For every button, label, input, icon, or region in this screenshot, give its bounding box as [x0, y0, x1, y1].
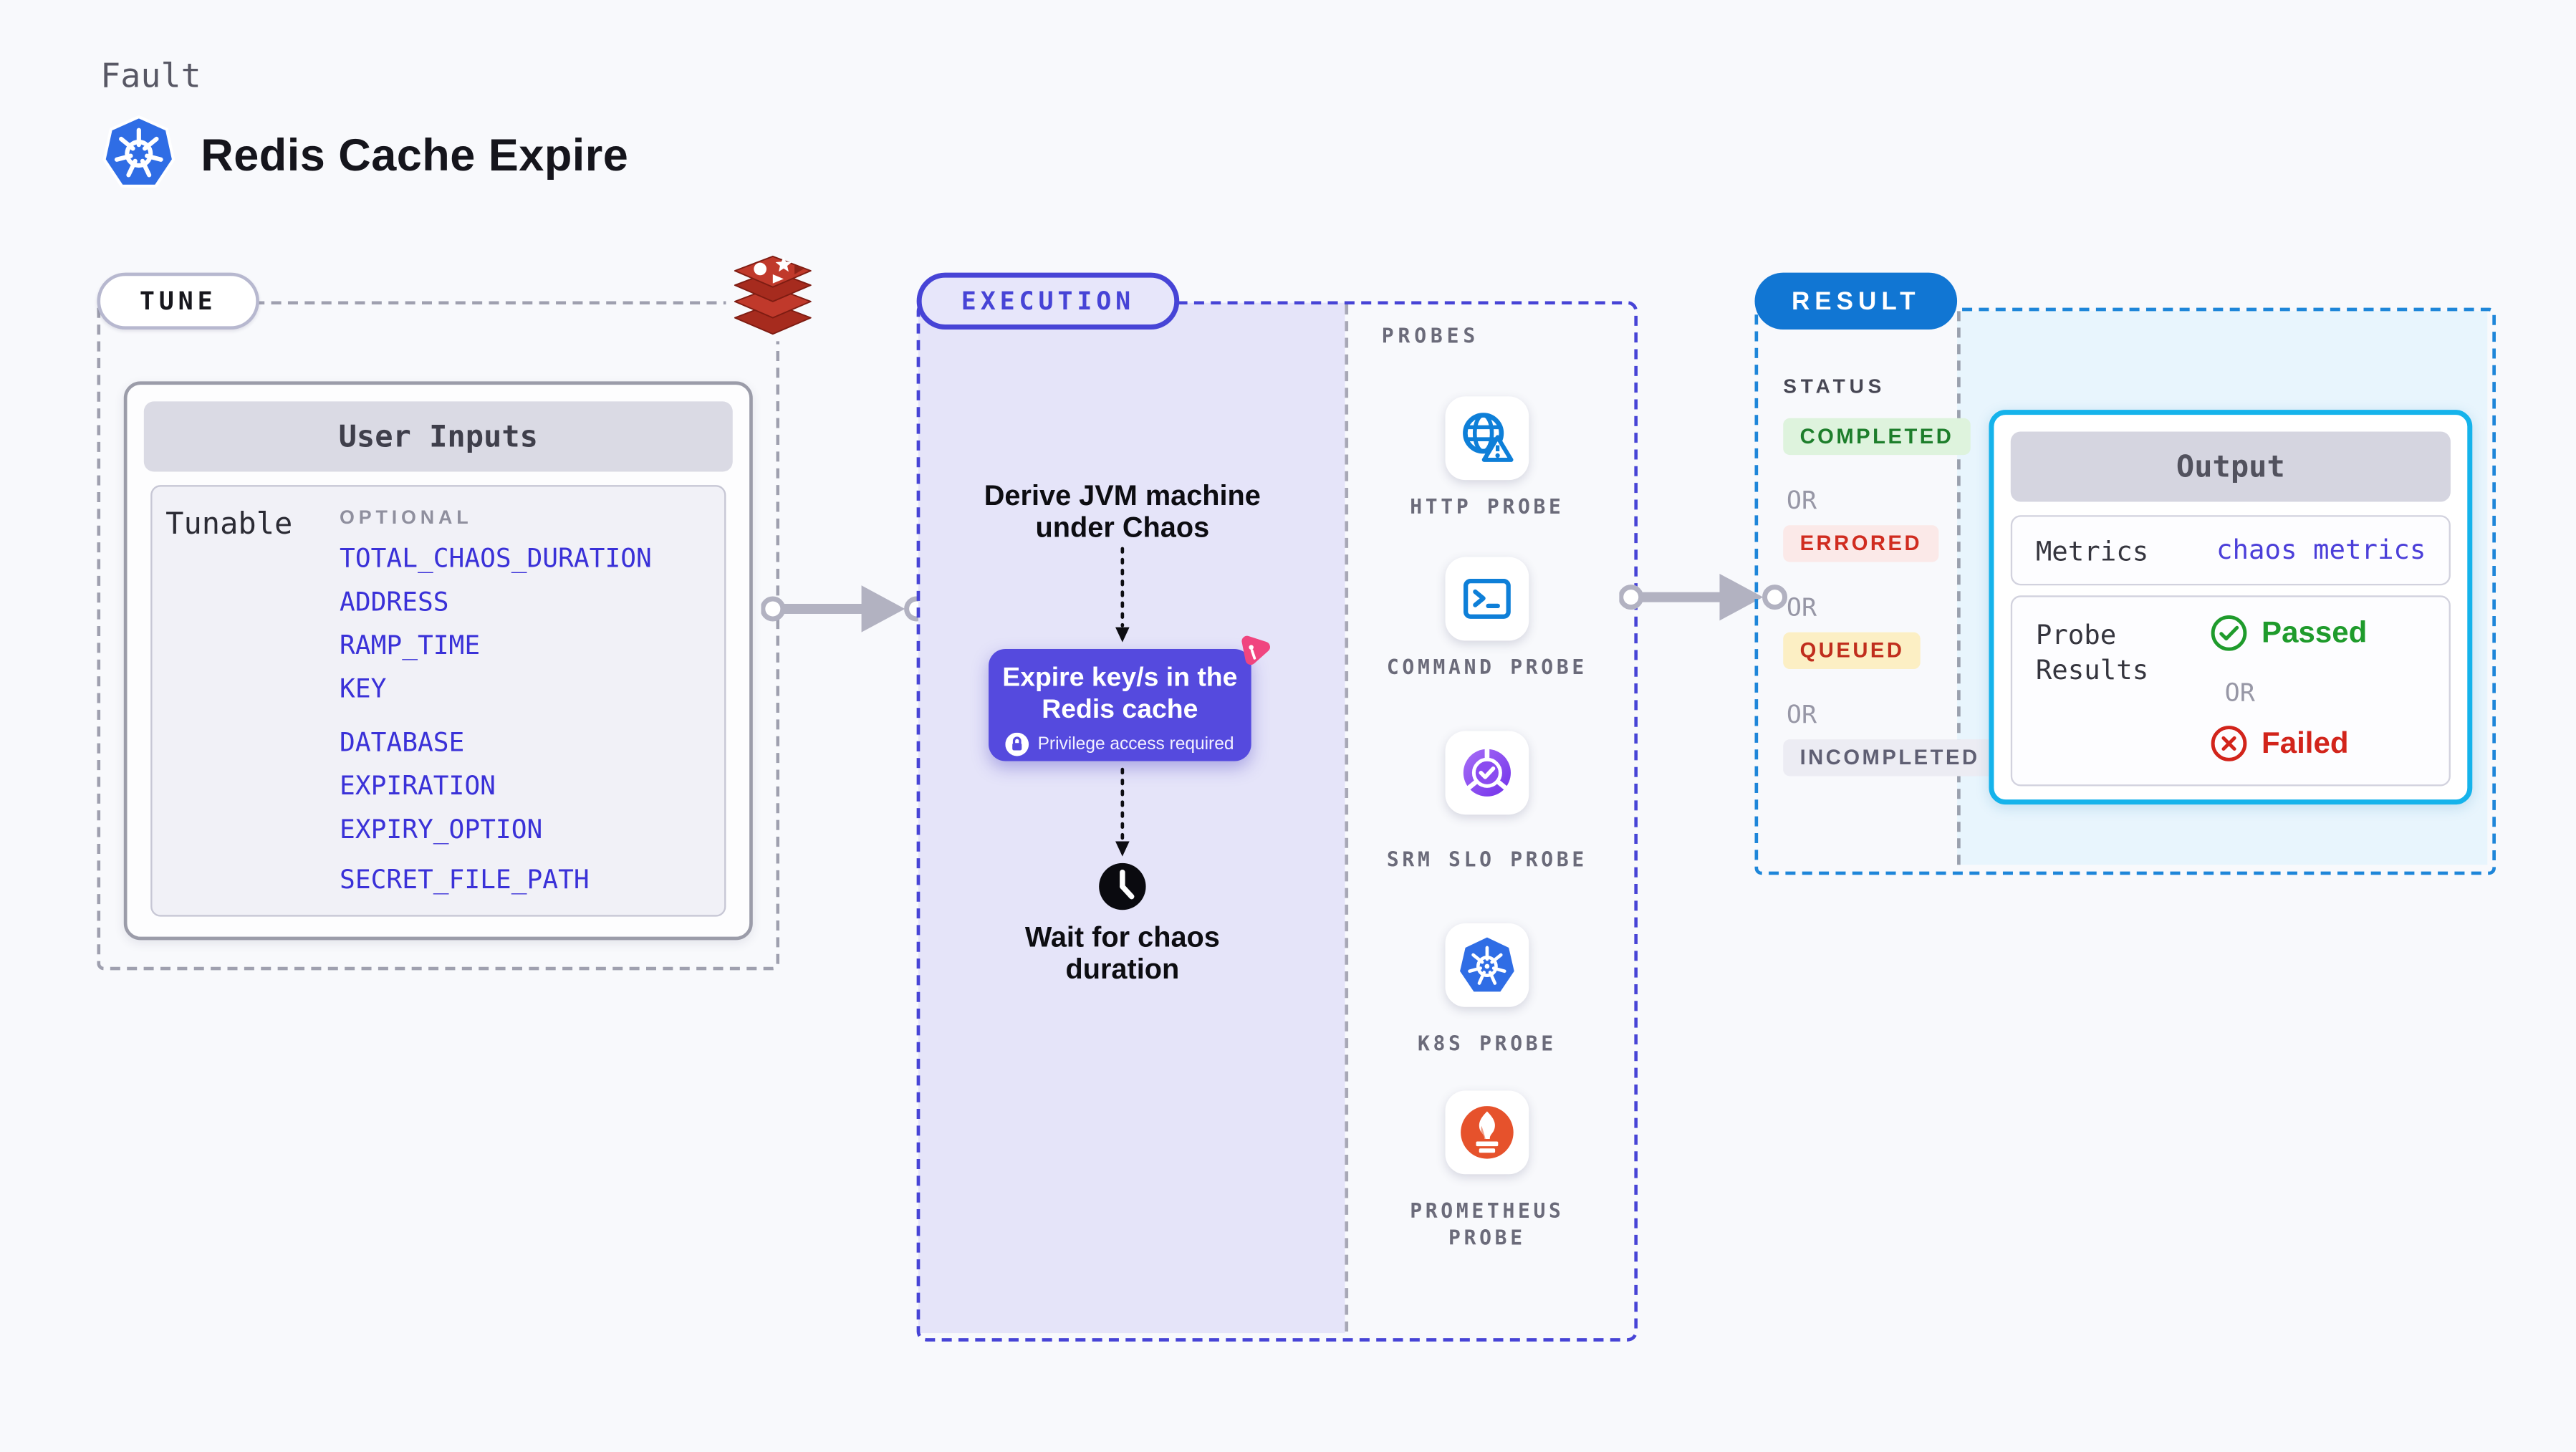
clock-icon	[1099, 862, 1146, 910]
probe-results-or: OR	[2224, 677, 2255, 708]
param-link[interactable]: KEY	[340, 674, 387, 705]
dotted-arrow-down-2	[1115, 767, 1130, 857]
execution-probes-divider	[1345, 304, 1349, 1332]
metrics-row: Metrics chaos metrics	[2010, 515, 2451, 586]
param-link[interactable]: TOTAL_CHAOS_DURATION	[340, 543, 652, 574]
probe-results-label: Probe Results	[2035, 618, 2149, 686]
kubernetes-icon	[1460, 937, 1514, 992]
execution-section-box	[916, 301, 1638, 1342]
passed-label: Passed	[2262, 615, 2368, 650]
x-circle-icon	[2211, 726, 2247, 761]
srm-slo-probe-label: SRM SLO PROBE	[1386, 847, 1587, 872]
optional-column-label: OPTIONAL	[340, 508, 473, 529]
probe-results-row: Probe Results Passed OR Failed	[2010, 595, 2451, 787]
passed-result: Passed	[2210, 614, 2368, 653]
chaos-action-title: Expire key/s in the Redis cache	[1002, 664, 1238, 725]
execution-badge: EXECUTION	[916, 272, 1180, 330]
flow-step-derive: Derive JVM machine under Chaos	[984, 480, 1261, 544]
prometheus-probe-label: PROMETHEUS PROBE	[1410, 1199, 1565, 1250]
flow-step-wait: Wait for chaos duration	[1024, 921, 1220, 986]
prometheus-flame-icon	[1461, 1106, 1514, 1159]
status-or-2: OR	[1786, 592, 1817, 622]
output-card: Output Metrics chaos metrics Probe Resul…	[1989, 410, 2473, 805]
status-or-1: OR	[1786, 485, 1817, 516]
arrow-tune-to-execution	[761, 585, 930, 633]
status-badge-completed: COMPLETED	[1783, 418, 1971, 456]
k8s-probe-label: K8S PROBE	[1417, 1032, 1557, 1056]
params-group-1: TOTAL_CHAOS_DURATION ADDRESS RAMP_TIME K…	[340, 537, 652, 711]
user-inputs-card: User Inputs Tunable OPTIONAL TOTAL_CHAOS…	[123, 381, 753, 941]
command-probe-card[interactable]	[1445, 557, 1529, 641]
execution-badge-label: EXECUTION	[961, 286, 1135, 317]
params-group-3: SECRET_FILE_PATH	[340, 858, 590, 902]
param-link[interactable]: SECRET_FILE_PATH	[340, 865, 590, 895]
status-badge-errored: ERRORED	[1783, 525, 1939, 562]
tune-badge: TUNE	[97, 272, 259, 330]
params-group-2: DATABASE EXPIRATION EXPIRY_OPTION	[340, 721, 542, 851]
metrics-label: Metrics	[2035, 535, 2149, 567]
user-inputs-body: Tunable OPTIONAL TOTAL_CHAOS_DURATION AD…	[150, 485, 726, 917]
status-badge-incompleted: INCOMPLETED	[1783, 739, 1996, 777]
srm-slo-probe-card[interactable]	[1445, 731, 1529, 815]
user-inputs-header: User Inputs	[143, 401, 733, 472]
tune-section-box	[97, 301, 780, 971]
dotted-arrow-down-1	[1115, 547, 1130, 643]
status-badge-queued: QUEUED	[1783, 632, 1921, 670]
k8s-probe-card[interactable]	[1445, 923, 1529, 1007]
param-link[interactable]: DATABASE	[340, 727, 465, 758]
prometheus-probe-card[interactable]	[1445, 1090, 1529, 1175]
execution-flow-area	[918, 302, 1345, 1334]
http-probe-label: HTTP PROBE	[1410, 495, 1565, 519]
http-probe-card[interactable]	[1445, 396, 1529, 481]
status-column-title: STATUS	[1783, 375, 1886, 398]
kubernetes-icon	[102, 115, 176, 188]
metrics-value: chaos metrics	[2216, 533, 2426, 566]
result-section-box	[1754, 307, 2496, 875]
param-link[interactable]: EXPIRY_OPTION	[340, 814, 543, 845]
privilege-note: Privilege access required	[1037, 734, 1234, 755]
failed-result: Failed	[2210, 724, 2349, 763]
tunable-row-label: Tunable	[165, 506, 293, 542]
result-badge: RESULT	[1754, 272, 1958, 330]
fault-category-label: Fault	[100, 55, 201, 96]
privilege-row: Privilege access required	[989, 732, 1251, 756]
lock-icon	[1006, 732, 1029, 756]
param-link[interactable]: ADDRESS	[340, 587, 449, 617]
status-or-3: OR	[1786, 699, 1817, 730]
output-card-header: Output	[2010, 431, 2451, 502]
arrow-execution-to-result	[1619, 573, 1788, 621]
page-title: Redis Cache Expire	[201, 130, 629, 181]
command-probe-label: COMMAND PROBE	[1386, 655, 1587, 680]
param-link[interactable]: EXPIRATION	[340, 771, 496, 802]
check-circle-icon	[2211, 615, 2247, 651]
result-badge-label: RESULT	[1792, 287, 1921, 316]
http-globe-warning-icon	[1463, 413, 1514, 462]
tune-badge-label: TUNE	[139, 286, 217, 317]
command-terminal-icon	[1463, 579, 1511, 619]
redis-icon	[726, 251, 820, 342]
result-status-divider	[1957, 311, 1961, 865]
srm-slo-donut-check-icon	[1463, 748, 1511, 797]
failed-label: Failed	[2262, 726, 2349, 760]
chaos-action-node: Expire key/s in the Redis cache Privileg…	[989, 635, 1270, 761]
probes-column-title: PROBES	[1381, 324, 1480, 348]
param-link[interactable]: RAMP_TIME	[340, 630, 481, 661]
chaos-pinwheel-icon	[1241, 635, 1270, 665]
